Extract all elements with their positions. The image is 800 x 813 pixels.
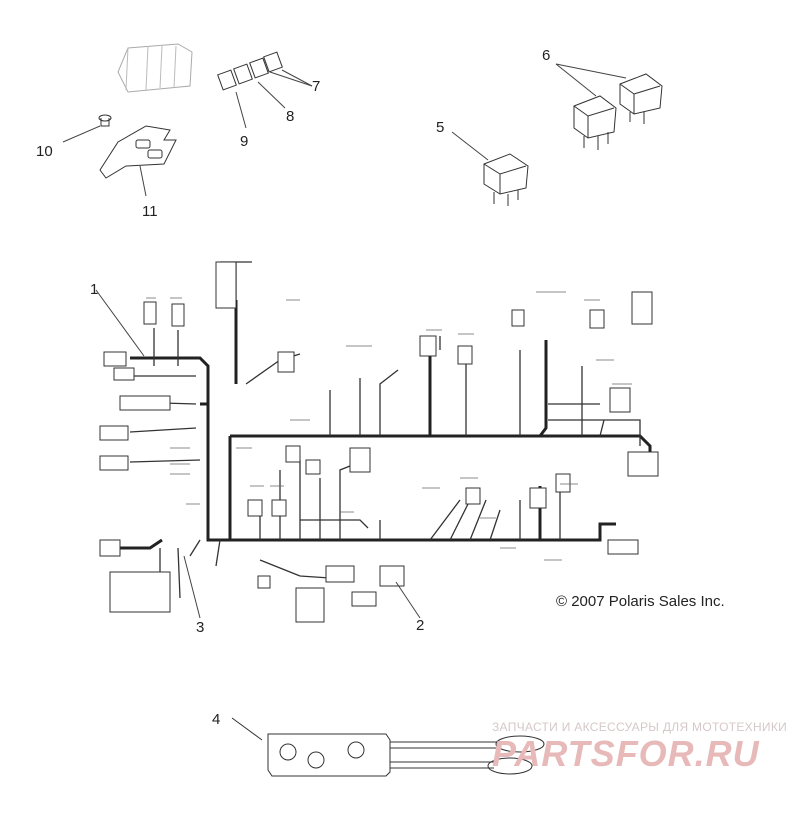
callout-6: 6 [542, 47, 550, 64]
callout-1: 1 [90, 281, 98, 298]
label-marks [146, 291, 632, 561]
callout-4: 4 [212, 711, 220, 728]
leader-lines-top [62, 69, 313, 197]
callout-3: 3 [196, 619, 204, 636]
watermark-logo: PARTSFOR.RU [492, 733, 760, 774]
callout-8: 8 [286, 108, 294, 125]
callout-11: 11 [142, 203, 158, 220]
mounting-bracket [99, 125, 177, 179]
callout-7: 7 [312, 78, 320, 95]
fuse-blocks [217, 51, 283, 91]
harness-trunks [120, 300, 652, 550]
copyright-notice: © 2007 Polaris Sales Inc. [556, 593, 725, 610]
connector-housing [117, 43, 193, 93]
relay-6a [573, 95, 617, 150]
battery-cable [231, 717, 545, 777]
callout-5: 5 [436, 119, 444, 136]
relay-5 [483, 153, 529, 206]
watermark-tagline: ЗАПЧАСТИ И АКСЕССУАРЫ ДЛЯ МОТОТЕХНИКИ [492, 720, 788, 734]
relay-6b [619, 73, 663, 124]
screw-part [98, 114, 112, 127]
leader-lines-relays [451, 63, 627, 161]
harness-connectors [99, 261, 659, 623]
callout-9: 9 [240, 133, 248, 150]
callout-10: 10 [36, 143, 53, 160]
leader-lines-harness [95, 289, 421, 619]
callout-2: 2 [416, 617, 424, 634]
